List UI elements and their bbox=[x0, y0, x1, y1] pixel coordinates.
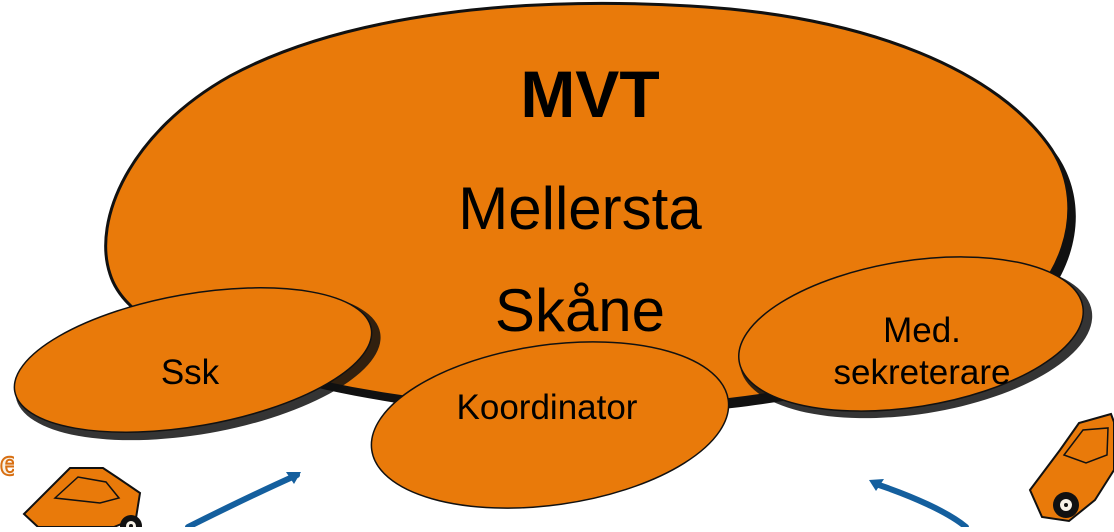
secretary-label-line-1: Med. bbox=[883, 311, 961, 350]
blue-arrow-left bbox=[185, 472, 301, 530]
secretary-label-line-2: sekreterare bbox=[833, 353, 1011, 392]
coordinator-label: Koordinator bbox=[456, 388, 638, 427]
orange-car-icon-right bbox=[1028, 412, 1114, 523]
main-title: MVT bbox=[520, 57, 660, 131]
edge-text-fragment: e bbox=[0, 444, 14, 484]
orange-car-icon-left bbox=[22, 467, 142, 532]
coordinator-bubble bbox=[370, 341, 730, 509]
secretary-label: Med. sekreterare bbox=[772, 310, 1072, 394]
blue-arrow-right bbox=[869, 479, 969, 530]
ssk-bubble bbox=[13, 287, 381, 441]
main-subtitle-line-2: Skåne bbox=[494, 277, 666, 344]
secretary-bubble bbox=[738, 256, 1093, 419]
main-subtitle-line-1: Mellersta bbox=[458, 175, 702, 242]
ssk-label: Ssk bbox=[160, 353, 220, 392]
